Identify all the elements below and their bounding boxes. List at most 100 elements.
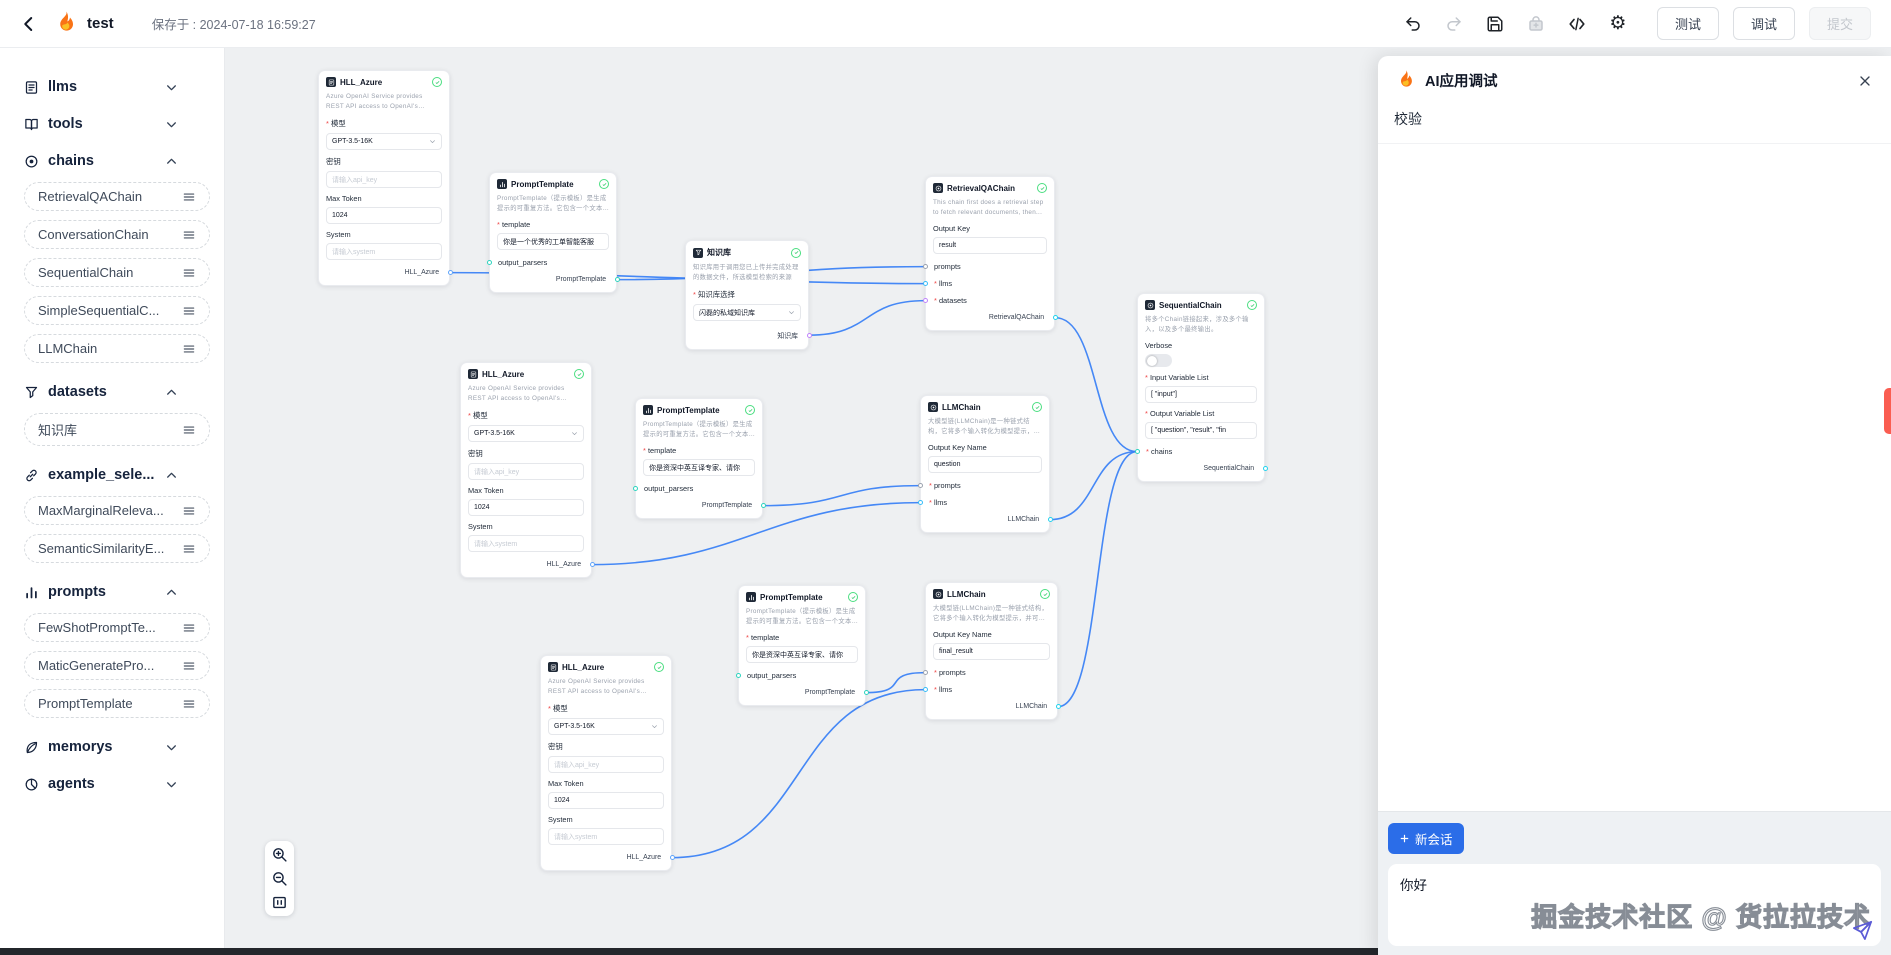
- input-port-prompts[interactable]: prompts: [922, 262, 1054, 271]
- text-field[interactable]: 1024: [468, 499, 584, 517]
- sidebar-item[interactable]: 知识库: [24, 413, 210, 446]
- sidebar-section-llms[interactable]: llms: [24, 79, 210, 95]
- text-field[interactable]: 请输入api_key: [468, 463, 584, 481]
- select-field[interactable]: GPT-3.5-16K: [468, 425, 584, 443]
- verbose-toggle[interactable]: [1145, 354, 1172, 368]
- zoom-in-icon[interactable]: [271, 846, 288, 863]
- sidebar-item[interactable]: LLMChain: [24, 334, 210, 363]
- select-field[interactable]: 闪磊的私域知识库: [693, 304, 801, 322]
- sidebar-item[interactable]: SequentialChain: [24, 258, 210, 287]
- input-port-prompts[interactable]: * prompts: [917, 481, 1049, 490]
- check-icon: [599, 179, 609, 189]
- sidebar-item[interactable]: SimpleSequentialC...: [24, 296, 210, 325]
- select-field[interactable]: GPT-3.5-16K: [548, 718, 664, 736]
- output-port[interactable]: LLMChain: [921, 516, 1053, 523]
- input-port-datasets[interactable]: * datasets: [922, 296, 1054, 305]
- output-port[interactable]: HLL_Azure: [461, 561, 595, 568]
- flow-node-知识库[interactable]: 知识库 知识库用于调用您已上传并完成处理的数据文件，所选模型检索的来源* 知识库…: [685, 240, 812, 351]
- back-button[interactable]: [20, 15, 38, 33]
- input-port-output_parsers[interactable]: output_parsers: [632, 484, 762, 493]
- text-field[interactable]: final_result: [933, 643, 1050, 661]
- close-icon[interactable]: [1857, 73, 1873, 89]
- debug-button[interactable]: 调试: [1732, 7, 1795, 40]
- text-field[interactable]: [ "question", "result", "fin: [1145, 422, 1257, 440]
- text-field[interactable]: 你是资深中英互译专家、请你: [643, 459, 755, 477]
- bottom-scrollbar[interactable]: [0, 948, 1378, 955]
- undo-icon[interactable]: [1404, 15, 1422, 33]
- sidebar-section-memorys[interactable]: memorys: [24, 739, 210, 755]
- flow-node-RetrievalQAChain[interactable]: RetrievalQAChain This chain first does a…: [922, 176, 1058, 332]
- field-label: 密钥: [548, 742, 563, 752]
- test-button[interactable]: 测试: [1656, 7, 1719, 40]
- input-port-llms[interactable]: * llms: [922, 279, 1054, 288]
- sidebar-section-datasets[interactable]: datasets: [24, 384, 210, 400]
- output-port[interactable]: PromptTemplate: [739, 689, 869, 696]
- text-field[interactable]: 请输入system: [326, 243, 442, 261]
- code-icon[interactable]: [1568, 15, 1586, 33]
- sidebar-item[interactable]: ConversationChain: [24, 220, 210, 249]
- output-port[interactable]: SequentialChain: [1138, 465, 1268, 472]
- text-field[interactable]: 你是资深中英互译专家、请你: [746, 646, 858, 664]
- input-port-llms[interactable]: * llms: [917, 498, 1049, 507]
- select-field[interactable]: GPT-3.5-16K: [326, 133, 442, 151]
- message-input[interactable]: 你好 掘金技术社区 @ 货拉拉技术: [1388, 864, 1881, 946]
- output-port[interactable]: PromptTemplate: [490, 276, 620, 283]
- sidebar-section-prompts[interactable]: prompts: [24, 584, 210, 600]
- submit-button[interactable]: 提交: [1808, 7, 1871, 40]
- sidebar-item[interactable]: MaxMarginalReleva...: [24, 496, 210, 525]
- text-field[interactable]: 请输入system: [548, 828, 664, 846]
- flow-node-SequentialChain[interactable]: SequentialChain 将多个Chain链接起来，涉及多个输入，以及多个…: [1134, 293, 1268, 483]
- sidebar-item[interactable]: RetrievalQAChain: [24, 182, 210, 211]
- flow-node-HLL_Azure[interactable]: HLL_Azure Azure OpenAI Service provides …: [460, 362, 595, 579]
- chart-icon: [497, 179, 507, 189]
- output-port[interactable]: RetrievalQAChain: [926, 314, 1058, 321]
- input-port-llms[interactable]: * llms: [922, 685, 1057, 694]
- text-field[interactable]: 请输入api_key: [548, 756, 664, 774]
- book-icon: [24, 117, 39, 132]
- output-port[interactable]: HLL_Azure: [319, 269, 453, 276]
- flow-node-PromptTemplate[interactable]: PromptTemplate PromptTemplate（提示模板）是生成提示…: [735, 585, 869, 707]
- sidebar-item[interactable]: SemanticSimilarityE...: [24, 534, 210, 563]
- fit-view-icon[interactable]: [271, 894, 288, 911]
- flow-node-LLMChain[interactable]: LLMChain 大模型链(LLMChain)是一种链式结构，它将多个输入转化为…: [922, 582, 1061, 721]
- sidebar-item[interactable]: MaticGeneratePro...: [24, 651, 210, 680]
- text-field[interactable]: [ "input"]: [1145, 386, 1257, 404]
- input-port-prompts[interactable]: * prompts: [922, 668, 1057, 677]
- settings-icon[interactable]: ⚙: [1609, 13, 1627, 34]
- send-icon[interactable]: [1851, 919, 1874, 942]
- doc-lines-icon: [24, 80, 39, 95]
- text-field[interactable]: 1024: [326, 207, 442, 225]
- sidebar-item[interactable]: PromptTemplate: [24, 689, 210, 718]
- text-field[interactable]: result: [933, 237, 1047, 255]
- sidebar-section-tools[interactable]: tools: [24, 116, 210, 132]
- validate-label[interactable]: 校验: [1378, 103, 1891, 144]
- sidebar-section-agents[interactable]: agents: [24, 776, 210, 792]
- sidebar-section-chains[interactable]: chains: [24, 153, 210, 169]
- flow-node-PromptTemplate[interactable]: PromptTemplate PromptTemplate（提示模板）是生成提示…: [632, 398, 766, 520]
- text-field[interactable]: 1024: [548, 792, 664, 810]
- node-description: Azure OpenAI Service provides REST API a…: [468, 385, 565, 403]
- input-port-chains[interactable]: * chains: [1134, 447, 1264, 456]
- zoom-out-icon[interactable]: [271, 870, 288, 887]
- import-icon[interactable]: [1527, 15, 1545, 33]
- new-session-button[interactable]: 新会话: [1388, 823, 1464, 854]
- input-port-output_parsers[interactable]: output_parsers: [486, 258, 616, 267]
- sidebar-item[interactable]: FewShotPromptTe...: [24, 613, 210, 642]
- redo-icon[interactable]: [1445, 15, 1463, 33]
- flow-node-HLL_Azure[interactable]: HLL_Azure Azure OpenAI Service provides …: [540, 655, 675, 872]
- output-port[interactable]: LLMChain: [926, 703, 1061, 710]
- sidebar-section-example-selectors[interactable]: example_sele...: [24, 467, 210, 483]
- text-field[interactable]: question: [928, 456, 1042, 474]
- output-port[interactable]: PromptTemplate: [636, 502, 766, 509]
- output-port[interactable]: 知识库: [686, 330, 812, 340]
- text-field[interactable]: 请输入system: [468, 535, 584, 553]
- flow-node-HLL_Azure[interactable]: HLL_Azure Azure OpenAI Service provides …: [318, 70, 453, 287]
- flow-node-PromptTemplate[interactable]: PromptTemplate PromptTemplate（提示模板）是生成提示…: [486, 172, 620, 294]
- flame-logo-icon: [52, 10, 79, 37]
- output-port[interactable]: HLL_Azure: [541, 854, 675, 861]
- text-field[interactable]: 你是一个优秀的工单智能客服: [497, 233, 609, 251]
- text-field[interactable]: 请输入api_key: [326, 171, 442, 189]
- flow-node-LLMChain[interactable]: LLMChain 大模型链(LLMChain)是一种链式结构，它将多个输入转化为…: [917, 395, 1053, 534]
- save-icon[interactable]: [1486, 15, 1504, 33]
- input-port-output_parsers[interactable]: output_parsers: [735, 671, 865, 680]
